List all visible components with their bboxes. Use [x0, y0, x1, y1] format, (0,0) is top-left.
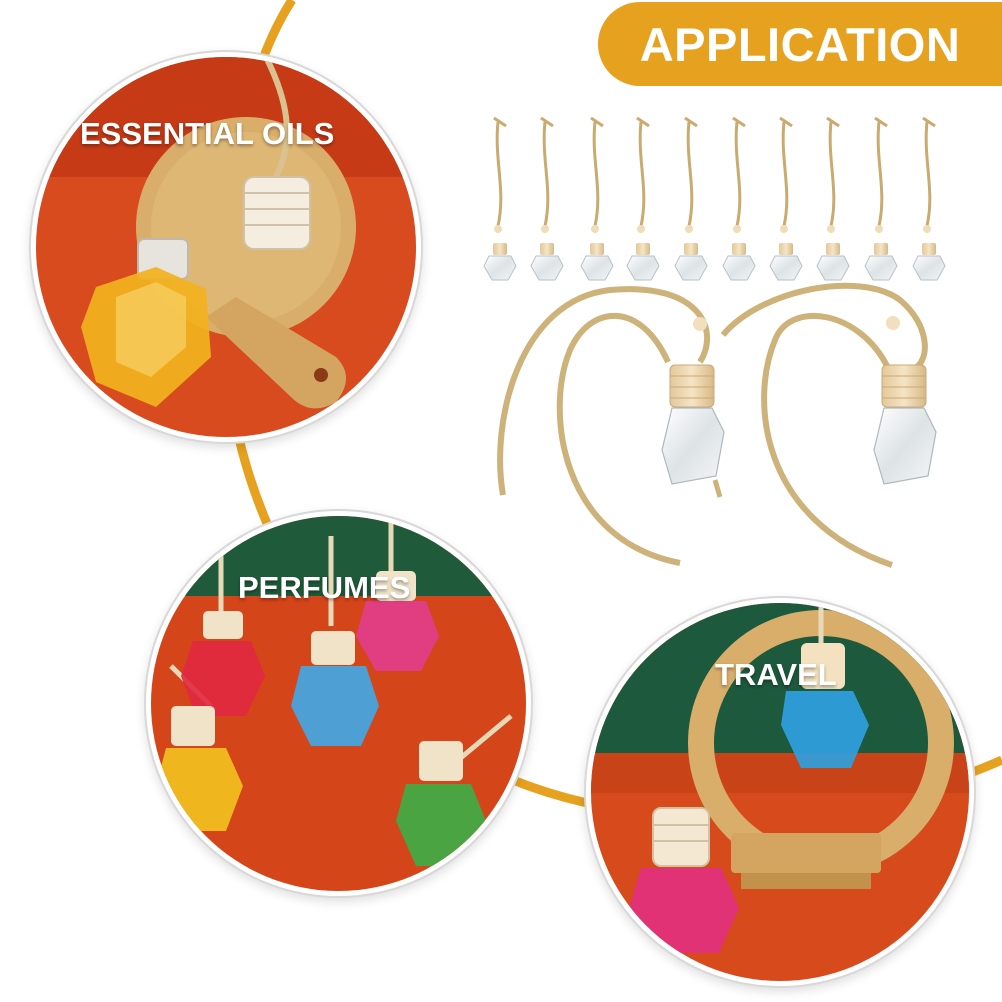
essential-oils-photo — [36, 57, 416, 437]
application-banner: APPLICATION — [598, 2, 1002, 86]
application-title: APPLICATION — [639, 17, 961, 71]
small-bottle — [816, 116, 850, 281]
small-bottle — [530, 116, 564, 281]
small-bottle — [580, 116, 614, 281]
small-bottle — [626, 116, 660, 281]
travel-photo — [591, 603, 969, 981]
large-bottle-left — [497, 286, 725, 566]
small-bottle — [483, 116, 517, 281]
large-bottle-right — [720, 282, 937, 568]
travel-label: TRAVEL — [715, 657, 837, 692]
small-bottle — [912, 116, 946, 281]
small-bottles-row — [483, 116, 946, 281]
small-bottle — [769, 116, 803, 281]
essential-oils-label: ESSENTIAL OILS — [80, 116, 335, 151]
perfumes-photo — [151, 516, 526, 891]
perfumes-label: PERFUMES — [238, 570, 411, 605]
small-bottle — [674, 116, 708, 281]
small-bottle — [722, 116, 756, 281]
small-bottle — [864, 116, 898, 281]
